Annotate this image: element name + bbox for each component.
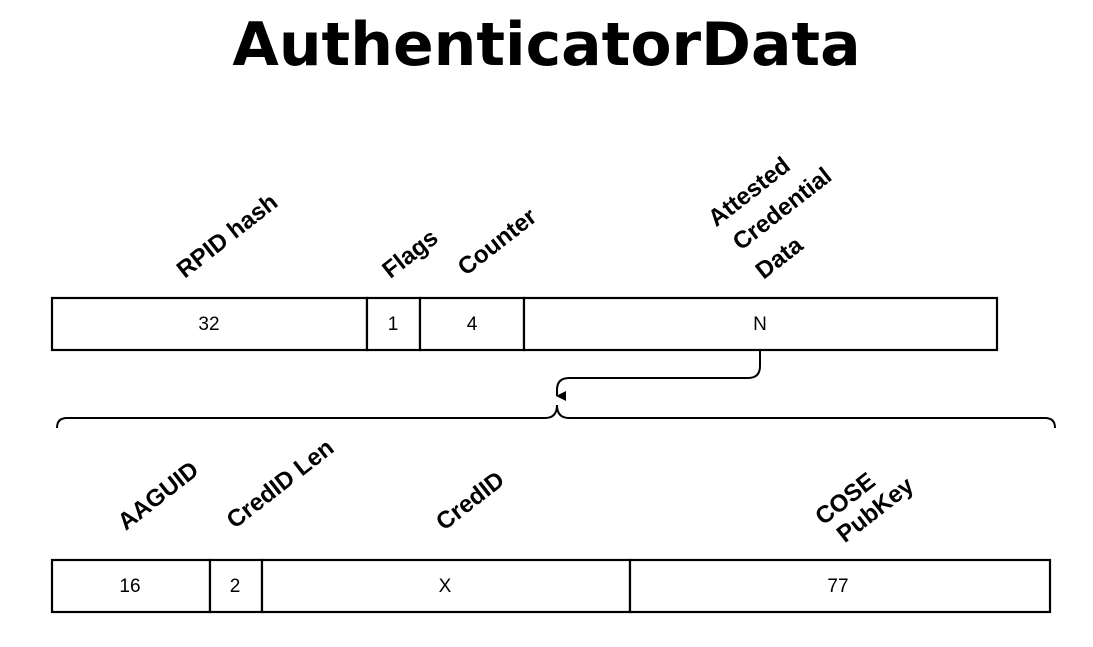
expansion-brace xyxy=(56,404,1056,429)
bottom-row: 16 2 X 77 AAGUID CredID Len CredID COSE … xyxy=(50,434,1052,614)
size-counter: 4 xyxy=(467,314,478,335)
top-row: 32 1 4 N RPID hash Flags Counter Atteste… xyxy=(50,152,999,352)
field-credid xyxy=(260,558,632,614)
label-counter: Counter xyxy=(453,203,542,281)
field-flags xyxy=(365,296,422,352)
label-aaguid: AAGUID xyxy=(113,456,204,536)
label-credid-len: CredID Len xyxy=(222,434,340,534)
label-credid: CredID xyxy=(431,466,510,536)
size-aaguid: 16 xyxy=(119,576,140,597)
size-rpid-hash: 32 xyxy=(198,314,219,335)
field-rpid-hash xyxy=(50,296,369,352)
size-flags: 1 xyxy=(388,314,399,335)
field-counter xyxy=(418,296,526,352)
size-credid-len: 2 xyxy=(230,576,241,597)
expansion-connector xyxy=(556,350,761,401)
field-cose-pubkey xyxy=(628,558,1052,614)
size-attested-credential-data: N xyxy=(753,314,767,335)
label-rpid-hash: RPID hash xyxy=(172,189,283,284)
size-credid: X xyxy=(439,576,452,597)
label-flags: Flags xyxy=(377,224,443,284)
field-aaguid xyxy=(50,558,212,614)
size-cose-pubkey: 77 xyxy=(827,576,848,597)
diagram-title: AuthenticatorData xyxy=(232,10,861,80)
